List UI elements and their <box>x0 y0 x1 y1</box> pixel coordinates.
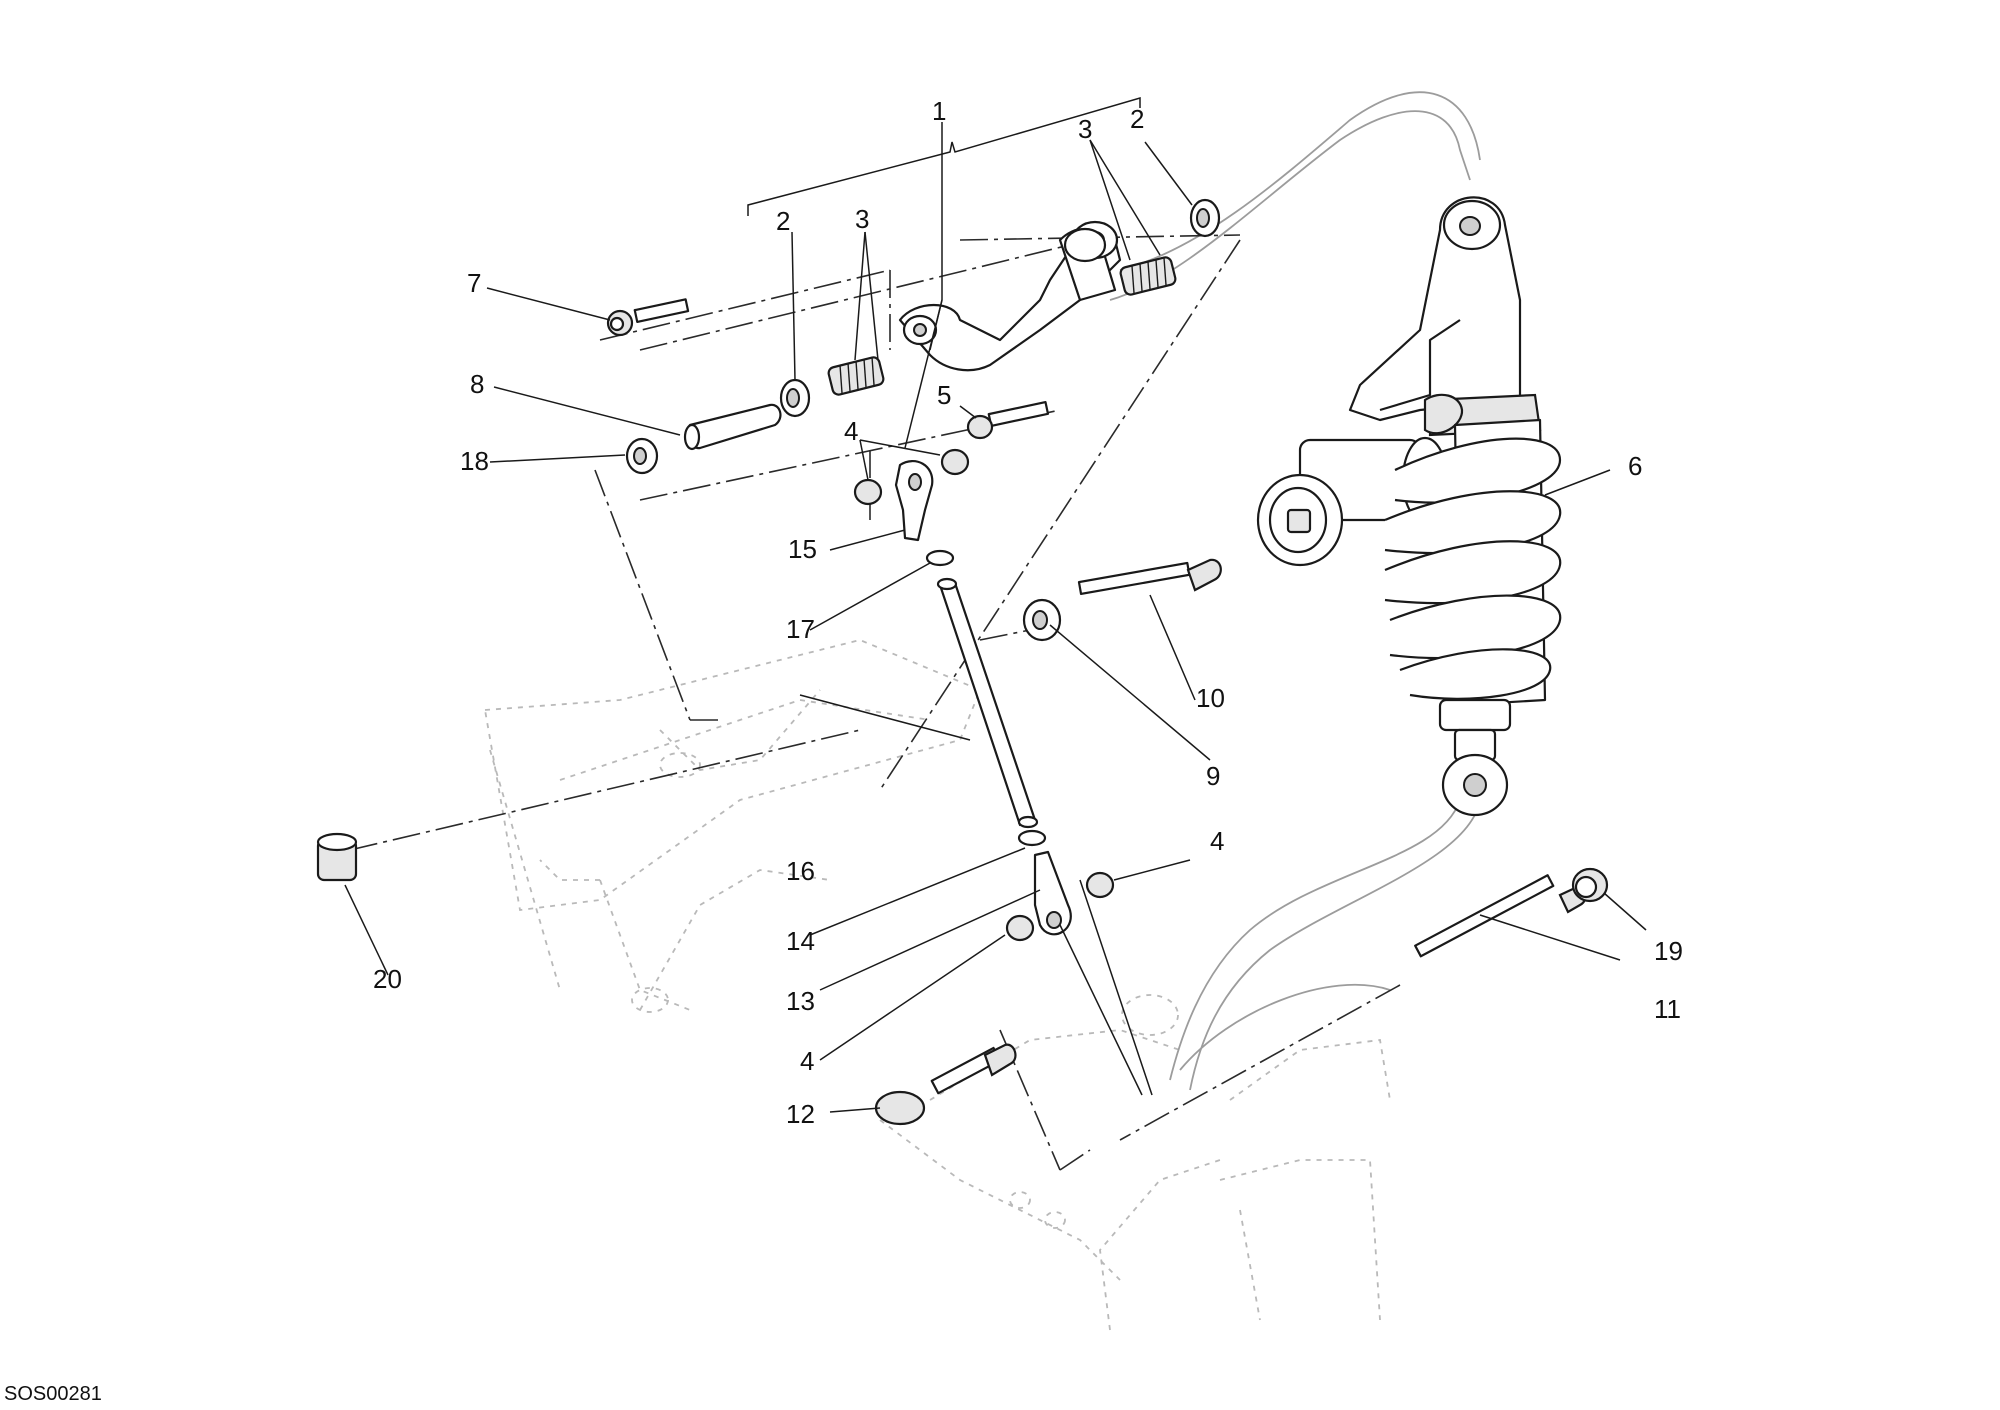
bolt-11 <box>1414 874 1587 958</box>
washer-2-right-hole <box>1196 208 1210 228</box>
callout-4b: 4 <box>1210 826 1224 856</box>
callout-7: 7 <box>467 268 481 298</box>
nut-19 <box>1571 867 1609 903</box>
callout-2b: 2 <box>1130 104 1144 134</box>
callout-14: 14 <box>786 926 815 956</box>
bushing-4-lower-left <box>1005 914 1035 942</box>
needle-bearing-3-left <box>827 356 885 396</box>
callout-4c: 4 <box>800 1046 814 1076</box>
callout-20: 20 <box>373 964 402 994</box>
callout-9: 9 <box>1206 761 1220 791</box>
rod-end-15 <box>894 459 934 542</box>
callout-11: 11 <box>1654 994 1681 1024</box>
callout-3a: 3 <box>855 204 869 234</box>
callout-16: 16 <box>786 856 815 886</box>
callout-2a: 2 <box>776 206 790 236</box>
bushing-20 <box>316 832 358 882</box>
leader-lines <box>344 122 1647 1113</box>
callout-15: 15 <box>788 534 817 564</box>
callout-5: 5 <box>937 380 951 410</box>
assembly-1-bracket <box>747 96 1141 216</box>
diagram-code: SOS00281 <box>4 1383 102 1405</box>
callout-4a: 4 <box>844 416 858 446</box>
callout-19: 19 <box>1654 936 1683 966</box>
callout-18: 18 <box>460 446 489 476</box>
bolt-10 <box>1077 558 1222 596</box>
spacer-8 <box>683 403 782 451</box>
washer-2-left-hole <box>786 388 800 408</box>
rod-end-13 <box>1033 850 1072 936</box>
callout-labels: 1 2 2 3 3 4 4 4 5 6 7 8 9 10 11 12 13 14… <box>373 96 1683 1129</box>
washer-9 <box>1022 598 1062 642</box>
frame-ghost-outline <box>483 639 1391 1331</box>
callout-3b: 3 <box>1078 114 1092 144</box>
bolt-5 <box>966 400 1050 440</box>
bushing-4-upper-left <box>853 478 883 506</box>
washer-18 <box>625 437 659 475</box>
rod-16 <box>936 577 1039 829</box>
ring-14 <box>1017 829 1047 847</box>
shock-absorber-6 <box>1256 196 1562 817</box>
callout-1: 1 <box>932 96 946 126</box>
bushing-4-upper-right <box>940 448 970 476</box>
callout-12: 12 <box>786 1099 815 1129</box>
callout-10: 10 <box>1196 683 1225 713</box>
pin-12 <box>874 1043 1017 1126</box>
callout-8: 8 <box>470 369 484 399</box>
rocker-linkage <box>898 220 1122 372</box>
callout-17: 17 <box>786 614 815 644</box>
callout-13: 13 <box>786 986 815 1016</box>
ring-17 <box>925 549 955 567</box>
bolt-7 <box>606 298 690 337</box>
callout-6: 6 <box>1628 451 1642 481</box>
bushing-4-lower-right <box>1085 871 1115 899</box>
needle-bearing-3-right <box>1119 256 1177 296</box>
